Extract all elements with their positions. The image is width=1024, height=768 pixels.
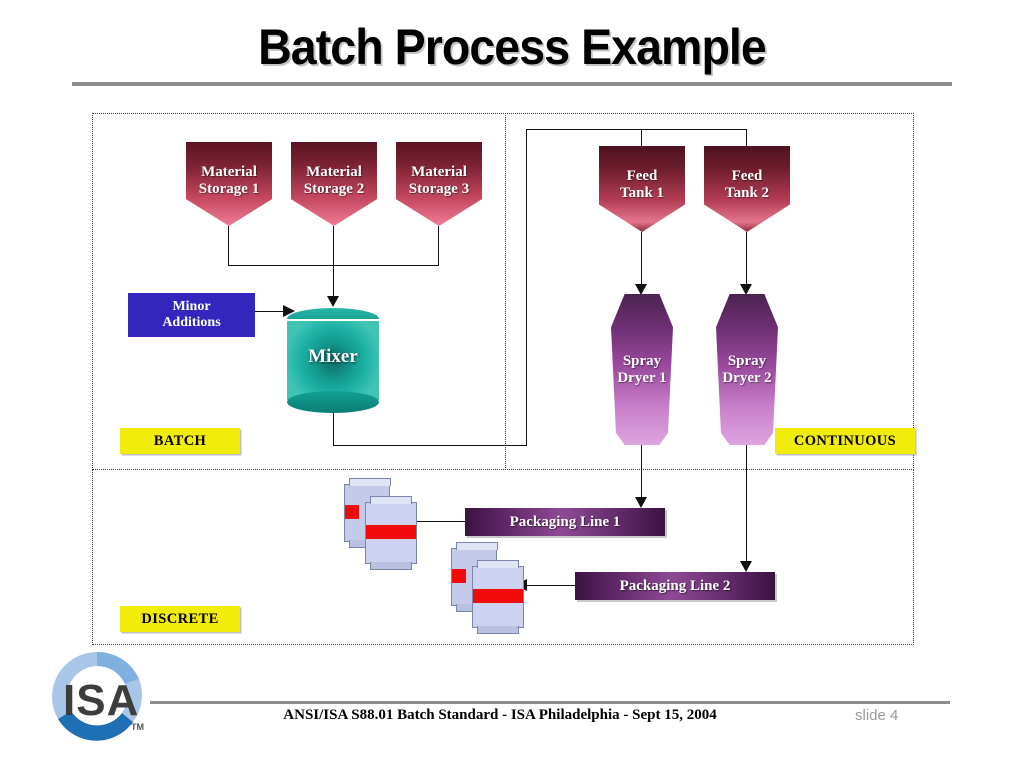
dryer-2-to-packaging-line	[746, 445, 747, 565]
packaging-2-output-line	[527, 585, 575, 586]
dryer-2-to-packaging-arrow	[740, 561, 752, 572]
storage-3-drop-line	[438, 226, 439, 266]
packaging-line-2-label: Packaging Line 2	[619, 577, 731, 594]
packaging-1-output-line	[417, 521, 465, 522]
status-badge-discrete: DISCRETE	[120, 606, 240, 632]
dryer-1-to-packaging-arrow	[635, 497, 647, 508]
feed-tank-1-to-dryer-line	[641, 232, 642, 288]
storage-2-drop-line	[333, 226, 334, 266]
footer-divider-rule	[150, 701, 950, 704]
carton-front-2	[472, 560, 524, 634]
carton-top-flap	[456, 542, 498, 550]
material-storage-3-label: Material Storage 3	[408, 164, 470, 197]
carton-stripe	[366, 525, 416, 539]
material-storage-2-label: Material Storage 2	[303, 164, 365, 197]
trademark-label: TM	[131, 722, 144, 732]
spray-dryer-1-label: Spray Dryer 1	[617, 352, 667, 386]
slide-number: slide 4	[855, 707, 899, 724]
feed-tank-1-to-dryer-arrow	[635, 284, 647, 295]
manifold-to-mixer-line	[333, 265, 334, 298]
dryer-1-to-packaging-line	[641, 445, 642, 501]
mixer-outlet-riser-line	[526, 129, 527, 446]
carton-stripe	[473, 589, 523, 603]
packaging-line-1-label: Packaging Line 1	[509, 513, 621, 530]
carton-bottom-flap	[477, 626, 519, 634]
status-badge-continuous: CONTINUOUS	[775, 428, 915, 454]
spray-dryer-1[interactable]: Spray Dryer 1	[611, 294, 673, 445]
feed-tank-2-to-dryer-arrow	[740, 284, 752, 295]
footer-text: ANSI/ISA S88.01 Batch Standard - ISA Phi…	[283, 707, 717, 723]
carton-bottom-flap	[370, 562, 412, 570]
feed-tank-2-supply-line	[746, 129, 747, 147]
carton-front-1	[365, 496, 417, 570]
process-diagram-upper-panel	[92, 113, 914, 470]
feed-tank-2-label: Feed Tank 2	[724, 168, 770, 201]
feed-tank-1-supply-line	[641, 129, 642, 147]
storage-1-drop-line	[228, 226, 229, 266]
carton-top-flap	[349, 478, 391, 486]
carton-stripe	[345, 505, 359, 519]
process-diagram-lower-panel	[92, 470, 914, 645]
carton-top-flap	[477, 560, 519, 568]
feed-tank-1-label: Feed Tank 1	[619, 168, 665, 201]
title-divider-rule	[72, 82, 952, 86]
isa-logo: ISA	[52, 651, 142, 741]
spray-dryer-2-label: Spray Dryer 2	[722, 352, 772, 386]
status-badge-batch: BATCH	[120, 428, 240, 454]
material-storage-1-label: Material Storage 1	[198, 164, 260, 197]
packaging-line-2-bar[interactable]: Packaging Line 2	[575, 572, 775, 600]
packaging-line-1-bar[interactable]: Packaging Line 1	[465, 508, 665, 536]
mixer-bottom-cap	[287, 391, 379, 413]
carton-top-flap	[370, 496, 412, 504]
mixer-outlet-drop-line	[333, 413, 334, 446]
mixer-label: Mixer	[308, 346, 358, 367]
carton-stripe	[452, 569, 466, 583]
manifold-to-mixer-arrow	[327, 296, 339, 307]
minor-additions-label: Minor Additions	[162, 299, 221, 330]
minor-additions-feed-line	[255, 311, 285, 312]
page-title: Batch Process Example	[258, 19, 767, 75]
batch-continuous-divider	[505, 113, 506, 470]
feed-tank-manifold-line	[526, 129, 747, 130]
feed-tank-2-to-dryer-line	[746, 232, 747, 288]
svg-text:ISA: ISA	[63, 676, 139, 725]
minor-additions-box[interactable]: Minor Additions	[128, 293, 255, 337]
mixer-vessel[interactable]: Mixer	[287, 308, 379, 413]
spray-dryer-2[interactable]: Spray Dryer 2	[716, 294, 778, 445]
mixer-outlet-cross-line	[333, 445, 527, 446]
